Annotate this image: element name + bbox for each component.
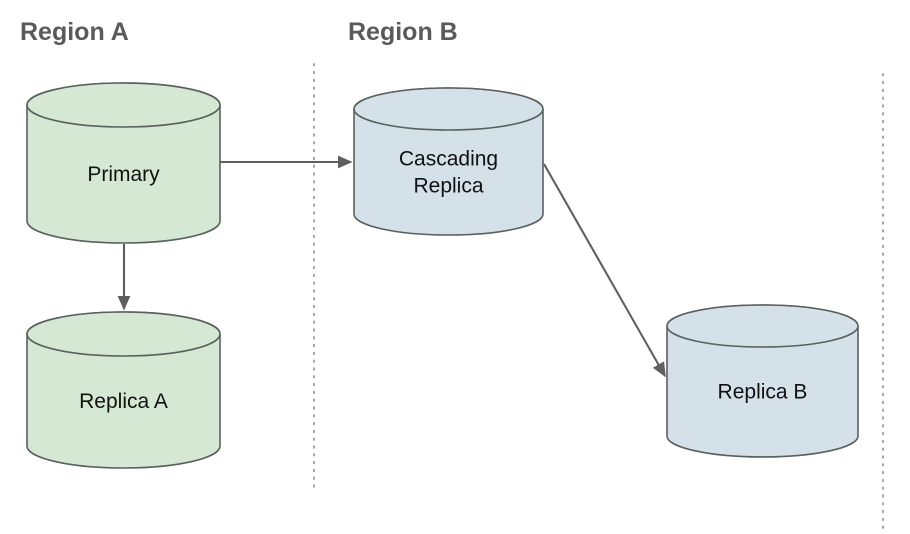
edge-cascading-replica-to-replica-b [543,163,666,378]
replica-a-label: Replica A [79,390,168,413]
replica-a-cylinder-top [26,311,221,357]
cascading-replica-cylinder-top [353,87,544,131]
region-dividers [313,63,884,534]
primary-label: Primary [87,163,160,186]
cascading-replica-label-line-1: Cascading [399,148,498,171]
edges [117,155,666,378]
nodes: Primary Replica A Cascading Replica Repl… [26,82,859,469]
replica-b-cylinder-top [666,304,859,348]
primary-cylinder-top [26,82,221,128]
node-replica-a[interactable]: Replica A [26,311,221,469]
node-replica-b[interactable]: Replica B [666,304,859,458]
cascading-replica-label-line-2: Replica [413,175,483,198]
region-b-label: Region B [348,18,458,46]
node-primary[interactable]: Primary [26,82,221,244]
replica-b-label: Replica B [718,381,808,404]
region-labels: Region A Region B [20,18,458,46]
region-a-label: Region A [20,18,129,46]
node-cascading-replica[interactable]: Cascading Replica [353,87,544,236]
